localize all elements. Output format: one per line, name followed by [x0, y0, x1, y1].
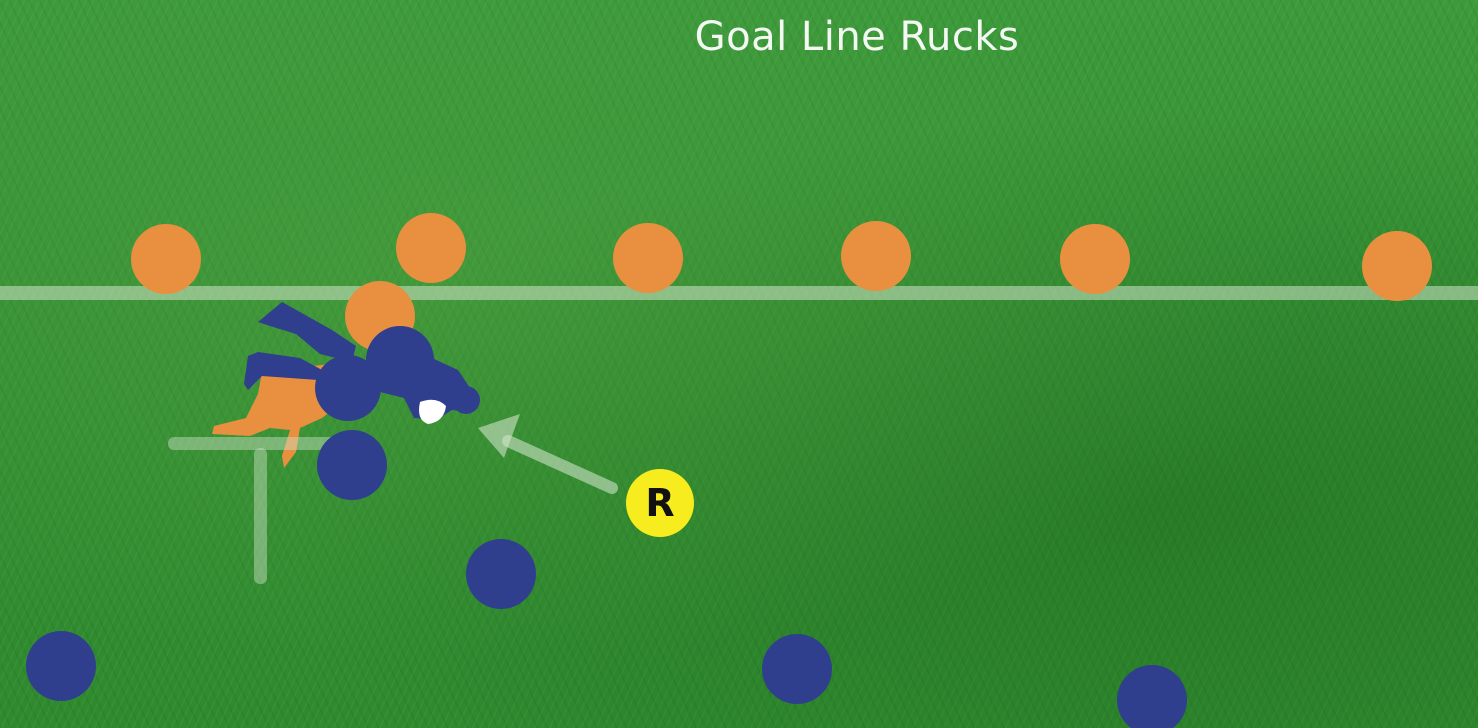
defender-1	[131, 224, 201, 294]
tackler-hand	[452, 386, 480, 414]
attacker-3	[26, 631, 96, 701]
attacker-5	[1117, 665, 1187, 728]
ball-icon	[419, 399, 446, 424]
goal-line	[0, 286, 1478, 300]
arrow-head	[478, 414, 520, 458]
arrow-icon	[478, 414, 618, 494]
receiver-circle	[626, 469, 694, 537]
attacker-2	[466, 539, 536, 609]
attacker-4	[762, 634, 832, 704]
diagram-title: Goal Line Rucks	[694, 14, 1020, 60]
attacker-1	[317, 430, 387, 500]
tackler-legs	[258, 302, 356, 362]
defender-5	[1060, 224, 1130, 294]
defender-2	[396, 213, 466, 283]
arrow-shaft	[502, 435, 618, 494]
tackle-figure-icon	[212, 281, 480, 468]
ruck-guide-horizontal	[168, 437, 340, 450]
receiver-marker: R	[626, 469, 694, 537]
ruck-guide-vertical	[254, 448, 267, 584]
defender-6	[1362, 231, 1432, 301]
receiver-label: R	[645, 481, 674, 525]
defender-4	[841, 221, 911, 291]
tackler-body	[315, 355, 381, 421]
defender-3	[613, 223, 683, 293]
tackler-foot	[244, 352, 322, 390]
